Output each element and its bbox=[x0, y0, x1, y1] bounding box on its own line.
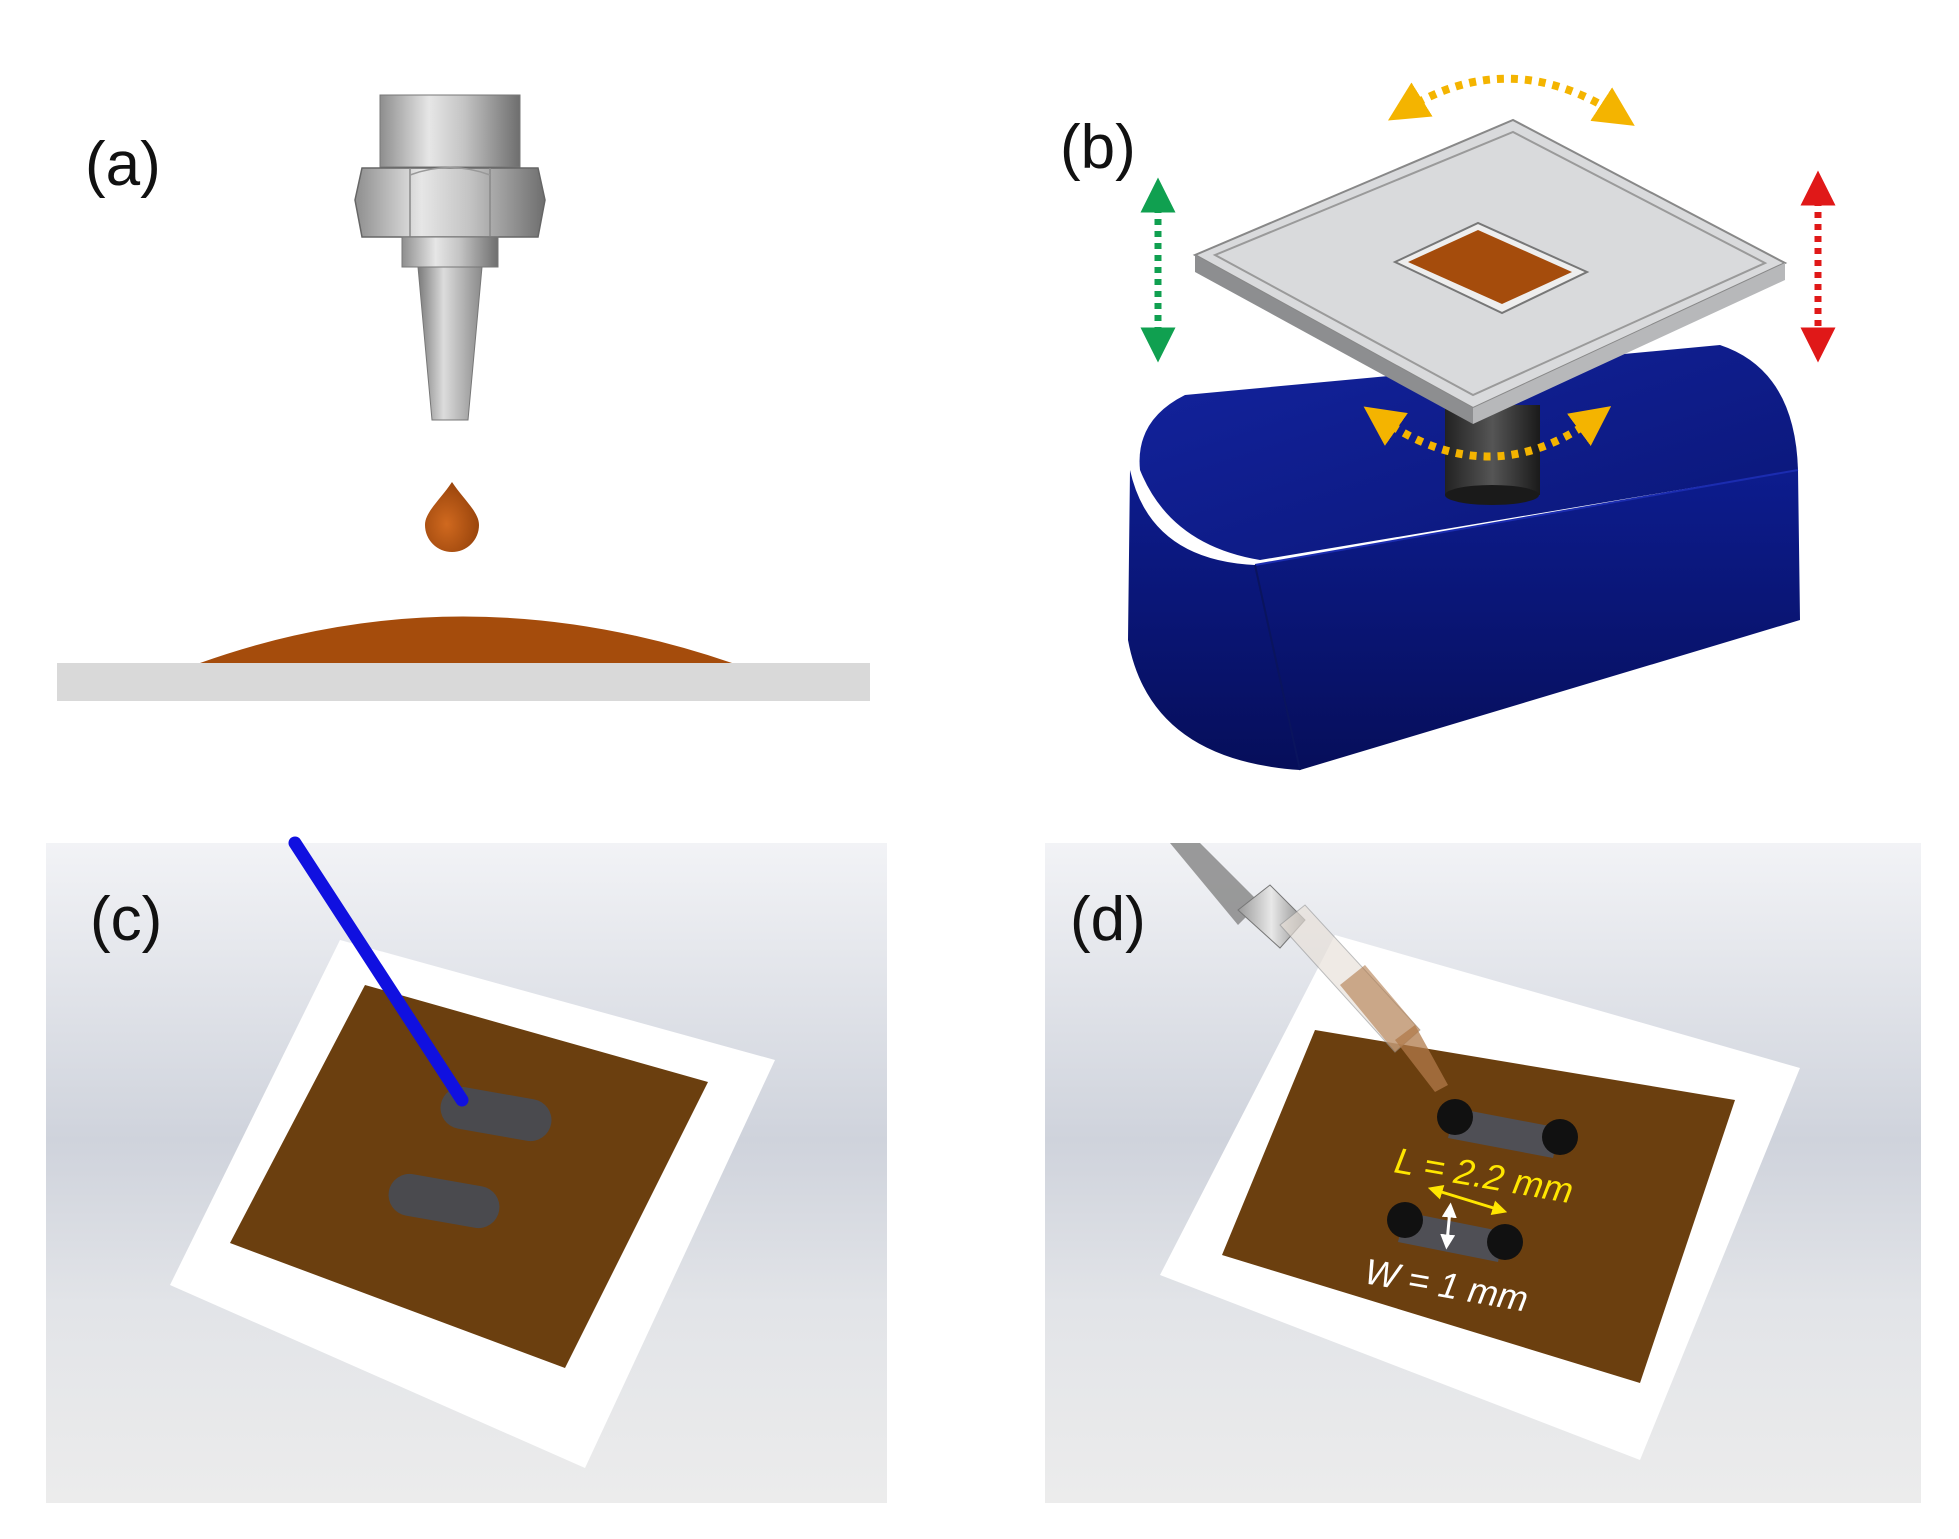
sample-tray bbox=[1192, 118, 1788, 424]
panel-a-label: (a) bbox=[85, 130, 161, 199]
ink-film bbox=[200, 616, 732, 663]
length-dimension-arrow bbox=[1427, 1185, 1508, 1215]
width-dimension-arrow bbox=[1440, 1202, 1457, 1250]
panel-d-label: (d) bbox=[1070, 885, 1146, 954]
panel-c-label: (c) bbox=[90, 885, 162, 954]
tilt-arrow-top bbox=[1387, 74, 1635, 126]
syringe bbox=[1170, 843, 1448, 1092]
ink-droplet bbox=[425, 482, 479, 552]
panel-b-label: (b) bbox=[1060, 113, 1136, 182]
rotation-arrow bbox=[1363, 406, 1612, 461]
device-upper bbox=[1437, 1099, 1578, 1158]
panel-a: (a) bbox=[57, 94, 870, 701]
dispensing-nozzle bbox=[354, 94, 546, 421]
panel-d: L = 2.2 mm W = 1 mm (d) bbox=[1045, 843, 1921, 1503]
scribing-stylus bbox=[288, 836, 469, 1107]
panel-b: (b) bbox=[1060, 74, 1836, 771]
panel-c: (c) bbox=[46, 836, 887, 1503]
channel-lower bbox=[388, 1173, 500, 1229]
substrate bbox=[57, 663, 870, 701]
